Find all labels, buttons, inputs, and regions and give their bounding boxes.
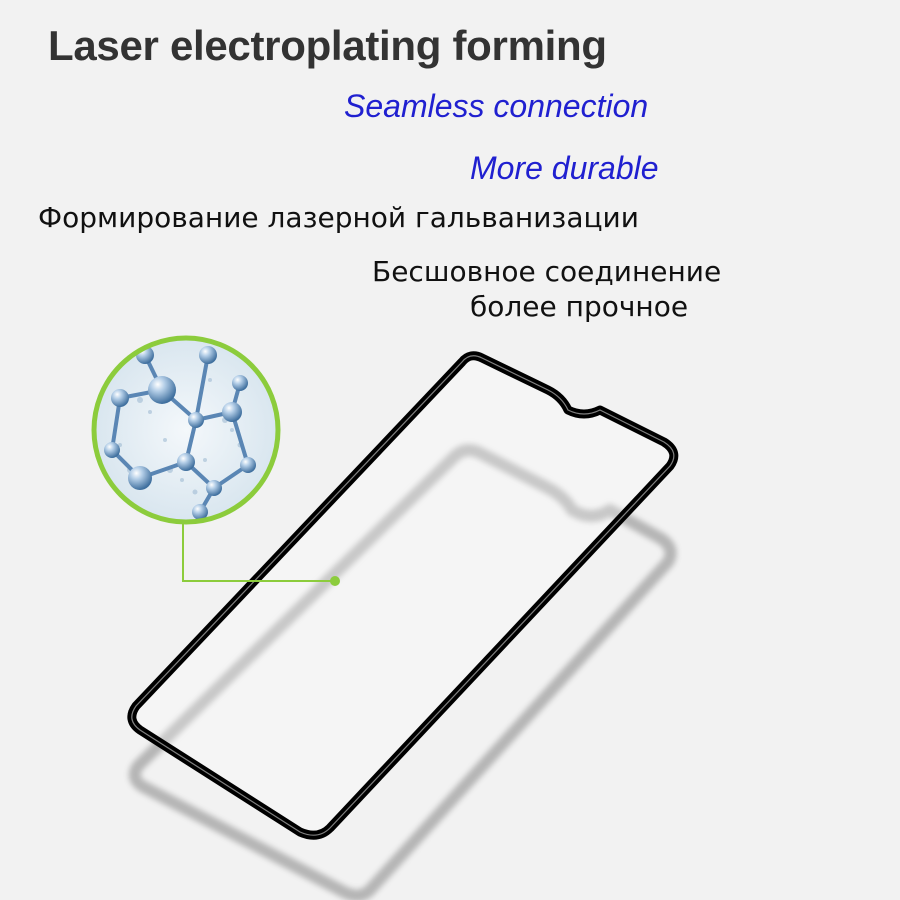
tagline-seamless: Seamless connection: [344, 88, 649, 124]
tagline-durable: More durable: [470, 150, 659, 186]
callout-line: [182, 518, 340, 586]
screen-protector-frame: [127, 351, 679, 840]
molecule-circle-icon: [91, 335, 281, 525]
headline: Laser electroplating forming: [48, 22, 607, 69]
russian-title: Формирование лазерной гальванизации: [38, 201, 639, 234]
russian-seamless: Бесшовное соединение: [372, 255, 722, 288]
protector-reflection: [128, 444, 677, 900]
russian-durable: более прочное: [470, 290, 689, 323]
